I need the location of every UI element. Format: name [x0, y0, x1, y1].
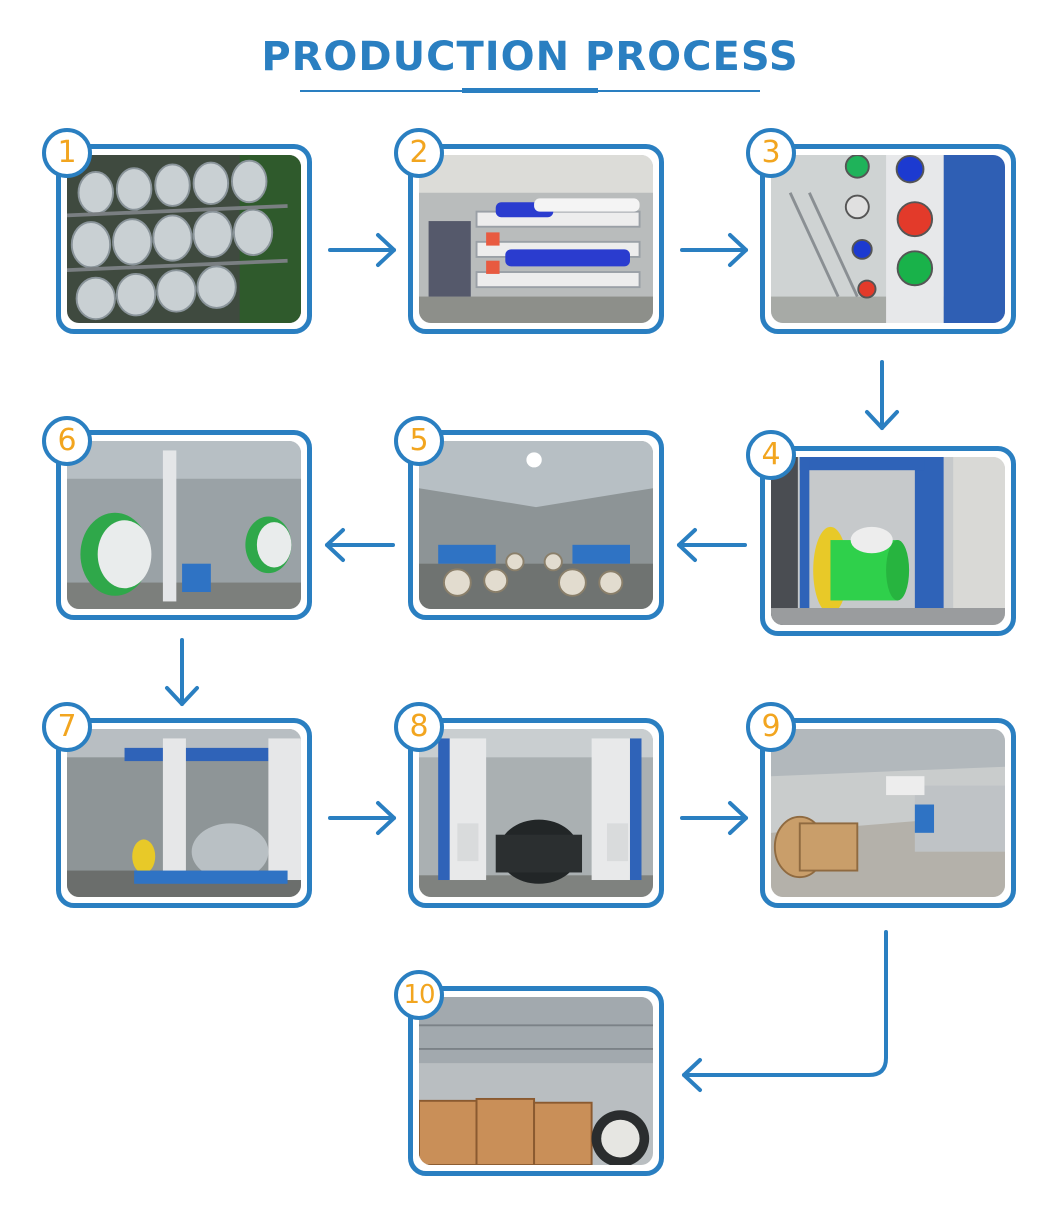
step-3-photo	[771, 155, 1005, 323]
step-1-card	[56, 144, 312, 334]
step-8-card	[408, 718, 664, 908]
arrow-8-to-9-icon	[680, 801, 748, 835]
step-2-number-badge: 2	[394, 128, 444, 178]
step-4-card	[760, 446, 1016, 636]
page-title: PRODUCTION PROCESS	[261, 34, 799, 80]
title-underline-accent	[462, 88, 598, 93]
step-7-number-badge: 7	[42, 702, 92, 752]
step-1-photo	[67, 155, 301, 323]
step-7-card	[56, 718, 312, 908]
arrow-4-to-5-icon	[677, 528, 747, 562]
step-2-card	[408, 144, 664, 334]
step-4-photo	[771, 457, 1005, 625]
step-3-number-badge: 3	[746, 128, 796, 178]
step-8-number-badge: 8	[394, 702, 444, 752]
step-2-photo	[419, 155, 653, 323]
step-5-card	[408, 430, 664, 620]
step-5-number-badge: 5	[394, 416, 444, 466]
step-8-photo	[419, 729, 653, 897]
arrow-6-to-7-icon	[165, 638, 199, 706]
step-5-photo	[419, 441, 653, 609]
step-9-photo	[771, 729, 1005, 897]
step-1-number-badge: 1	[42, 128, 92, 178]
step-6-photo	[67, 441, 301, 609]
arrow-5-to-6-icon	[325, 528, 395, 562]
step-3-card	[760, 144, 1016, 334]
step-9-number-badge: 9	[746, 702, 796, 752]
step-4-number-badge: 4	[746, 430, 796, 480]
arrow-2-to-3-icon	[680, 233, 748, 267]
arrow-1-to-2-icon	[328, 233, 396, 267]
step-10-photo	[419, 997, 653, 1165]
step-7-photo	[67, 729, 301, 897]
step-6-number-badge: 6	[42, 416, 92, 466]
arrow-9-to-10-icon	[682, 930, 888, 1092]
step-9-card	[760, 718, 1016, 908]
step-10-card	[408, 986, 664, 1176]
arrow-3-to-4-icon	[865, 360, 899, 430]
step-6-card	[56, 430, 312, 620]
step-10-number-badge: 10	[394, 970, 444, 1020]
arrow-7-to-8-icon	[328, 801, 396, 835]
